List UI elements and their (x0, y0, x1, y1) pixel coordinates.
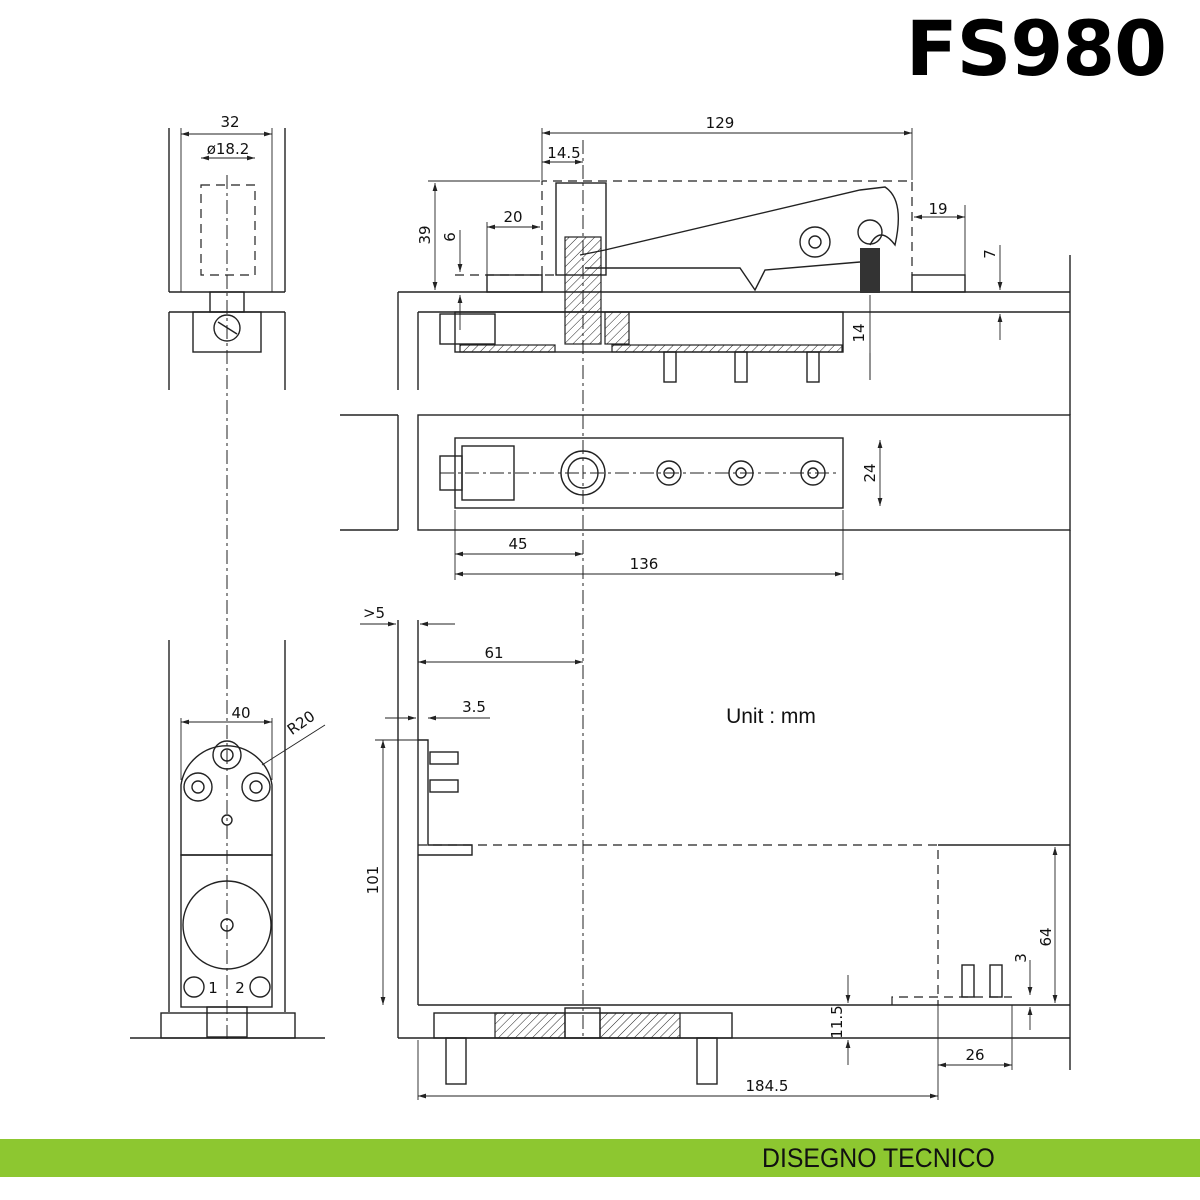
dim-14-5: 14.5 (547, 144, 580, 162)
dim-24: 24 (861, 463, 879, 482)
dim-radius: R20 (284, 707, 319, 739)
product-title: FS980 (905, 4, 1167, 93)
dim-19: 19 (928, 200, 947, 218)
dim-64: 64 (1037, 927, 1055, 946)
dim-26: 26 (965, 1046, 984, 1064)
dim-20: 20 (503, 208, 522, 226)
dim-129: 129 (706, 114, 735, 132)
dim-184-5: 184.5 (746, 1077, 789, 1095)
unit-label: Unit : mm (726, 705, 816, 728)
footer-label: DISEGNO TECNICO (762, 1143, 995, 1173)
dim-101: 101 (364, 866, 382, 895)
adjust-label-2: 2 (235, 979, 245, 997)
dim-45: 45 (508, 535, 527, 553)
dim-61: 61 (484, 644, 503, 662)
side-view-bottom (130, 640, 326, 1039)
dim-40: 40 (231, 704, 250, 722)
dim-136: 136 (630, 555, 659, 573)
dim-6: 6 (441, 232, 459, 242)
dim-11-5: 11.5 (828, 1005, 846, 1038)
dim-diameter: ø18.2 (207, 140, 250, 158)
plan-view (340, 414, 1071, 580)
dim-32: 32 (220, 113, 239, 131)
footer-bar: DISEGNO TECNICO (0, 1139, 1200, 1177)
dim-gap: >5 (363, 604, 385, 622)
side-view-top (168, 128, 286, 1040)
dim-39: 39 (416, 225, 434, 244)
dim-3-5: 3.5 (462, 698, 486, 716)
dim-7: 7 (981, 249, 999, 259)
dim-3: 3 (1012, 953, 1030, 963)
adjust-label-1: 1 (208, 979, 218, 997)
dim-14: 14 (850, 323, 868, 342)
front-elevation (397, 128, 1071, 1040)
section-view (360, 530, 1071, 1100)
